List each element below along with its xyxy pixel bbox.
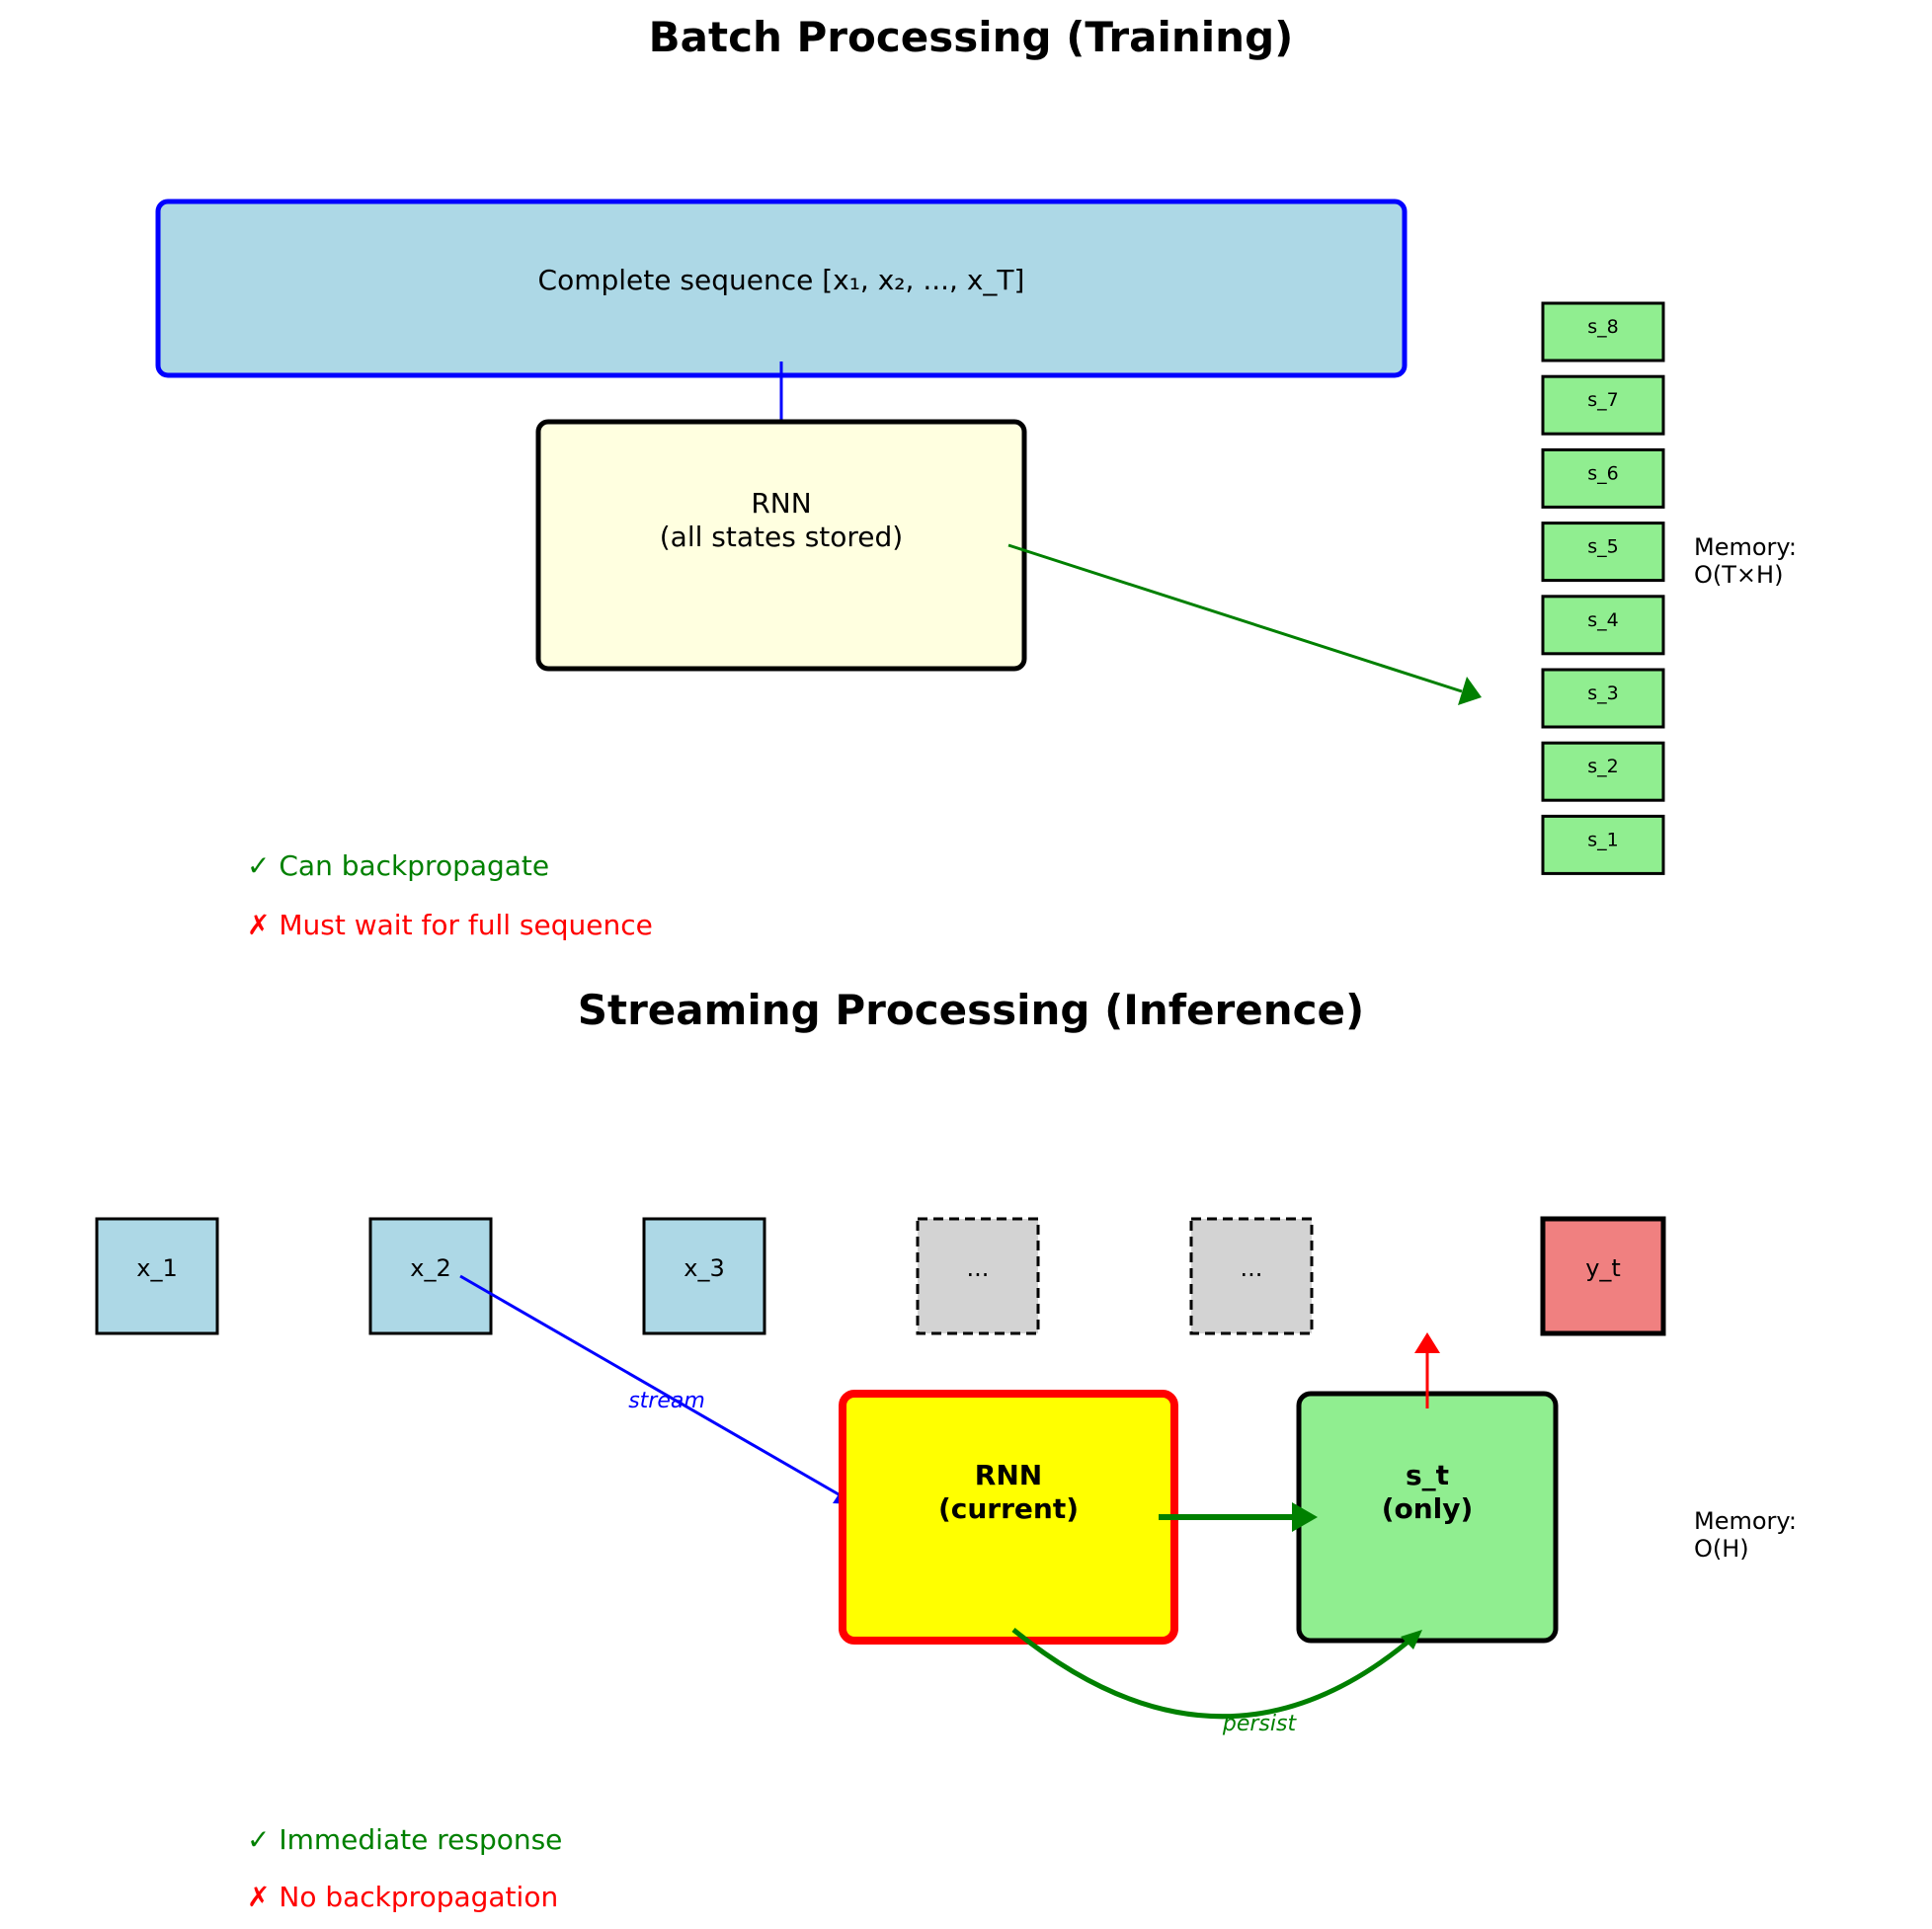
rnn-to-state-arrow [1159,1502,1318,1532]
sequence-label: Complete sequence [x₁, x₂, ..., x_T] [538,264,1025,296]
state-cell-box [1541,595,1665,656]
state-cell-label: s_4 [1587,609,1619,631]
check-icon: ✓ [247,1823,270,1856]
state-cell: s_8 [1541,301,1665,362]
streaming-title: Streaming Processing (Inference) [578,986,1364,1034]
state-cell-label: s_7 [1587,389,1619,411]
batch-rnn-label: RNN [751,487,811,520]
token-label: ... [967,1254,990,1282]
streaming-con-label: No backpropagation [279,1881,558,1913]
batch-pro-label: Can backpropagate [279,849,549,882]
streaming-pro-label: Immediate response [279,1823,562,1856]
state-cell-label: s_8 [1587,316,1619,338]
state-cell-box [1541,447,1665,509]
persist-arrow [1011,1628,1422,1720]
batch-memory-label: Memory: O(T×H) [1694,533,1797,589]
batch-con-label: Must wait for full sequence [279,909,652,941]
token-label: ... [1241,1254,1263,1282]
batch-pro: ✓ Can backpropagate [247,849,549,882]
state-stack: s_8 s_7 s_6 s_5 s_4 s_3 s_2 s_1 [1541,301,1665,875]
persist-label: persist [1222,1712,1298,1736]
state-cell-label: s_2 [1587,756,1619,777]
output-label: y_t [1585,1254,1621,1282]
batch-memory-line1: Memory: [1694,533,1797,561]
input-token: x_2 [368,1217,493,1335]
state-cell: s_5 [1541,522,1665,583]
state-cell: s_2 [1541,741,1665,802]
state-to-output-arrow [1414,1332,1440,1408]
check-icon: ✓ [247,849,270,882]
token-label: x_3 [684,1254,724,1282]
streaming-con: ✗ No backpropagation [247,1881,558,1913]
input-row: x_1 x_2 x_3...... [95,1217,1314,1335]
state-box-sublabel: (only) [1382,1492,1474,1525]
output-box: y_t [1540,1216,1666,1336]
pending-token: ... [1189,1217,1314,1335]
streaming-memory-line2: O(H) [1694,1535,1749,1563]
state-cell-box [1541,814,1665,875]
token-label: x_2 [410,1254,450,1282]
state-cell: s_6 [1541,447,1665,509]
input-token: x_3 [642,1217,766,1335]
streaming-rnn-label: RNN [975,1459,1042,1491]
streaming-pro: ✓ Immediate response [247,1823,562,1856]
batch-memory-line2: O(T×H) [1694,561,1783,589]
cross-icon: ✗ [247,1881,270,1913]
streaming-rnn-sublabel: (current) [938,1492,1079,1525]
state-box: s_t (only) [1296,1391,1559,1644]
batch-rnn-sublabel: (all states stored) [660,521,903,553]
state-cell-label: s_6 [1587,462,1619,484]
state-cell-box [1541,741,1665,802]
state-cell: s_4 [1541,595,1665,656]
state-cell-box [1541,668,1665,729]
state-cell-label: s_3 [1587,683,1619,704]
state-cell-label: s_5 [1587,536,1619,558]
sequence-box: Complete sequence [x₁, x₂, ..., x_T] [155,199,1408,378]
state-cell: s_3 [1541,668,1665,729]
state-cell-box [1541,374,1665,436]
state-cell: s_1 [1541,814,1665,875]
batch-rnn-box: RNN (all states stored) [535,419,1027,672]
streaming-rnn-box: RNN (current) [839,1390,1178,1645]
token-box [1189,1217,1314,1335]
state-cell: s_7 [1541,374,1665,436]
token-box [916,1217,1040,1335]
token-label: x_1 [136,1254,177,1282]
batch-con-text: ✗ Must wait for full sequence [247,909,653,941]
batch-con: ✗ Must wait for full sequence [247,909,653,941]
state-cell-box [1541,522,1665,583]
state-cell-box [1541,301,1665,362]
rnn-to-states-arrow [1007,543,1482,705]
streaming-pro-text: ✓ Immediate response [247,1823,562,1856]
streaming-memory-label: Memory: O(H) [1694,1507,1797,1563]
pending-token: ... [916,1217,1040,1335]
input-token: x_1 [95,1217,219,1335]
token-box [95,1217,219,1335]
state-box-label: s_t [1406,1459,1449,1491]
stream-label: stream [628,1389,705,1413]
token-box [368,1217,493,1335]
token-box [642,1217,766,1335]
streaming-con-text: ✗ No backpropagation [247,1881,558,1913]
state-cell-label: s_1 [1587,829,1619,850]
cross-icon: ✗ [247,909,270,941]
batch-pro-text: ✓ Can backpropagate [247,849,549,882]
batch-title: Batch Processing (Training) [649,13,1294,61]
streaming-memory-line1: Memory: [1694,1507,1797,1535]
